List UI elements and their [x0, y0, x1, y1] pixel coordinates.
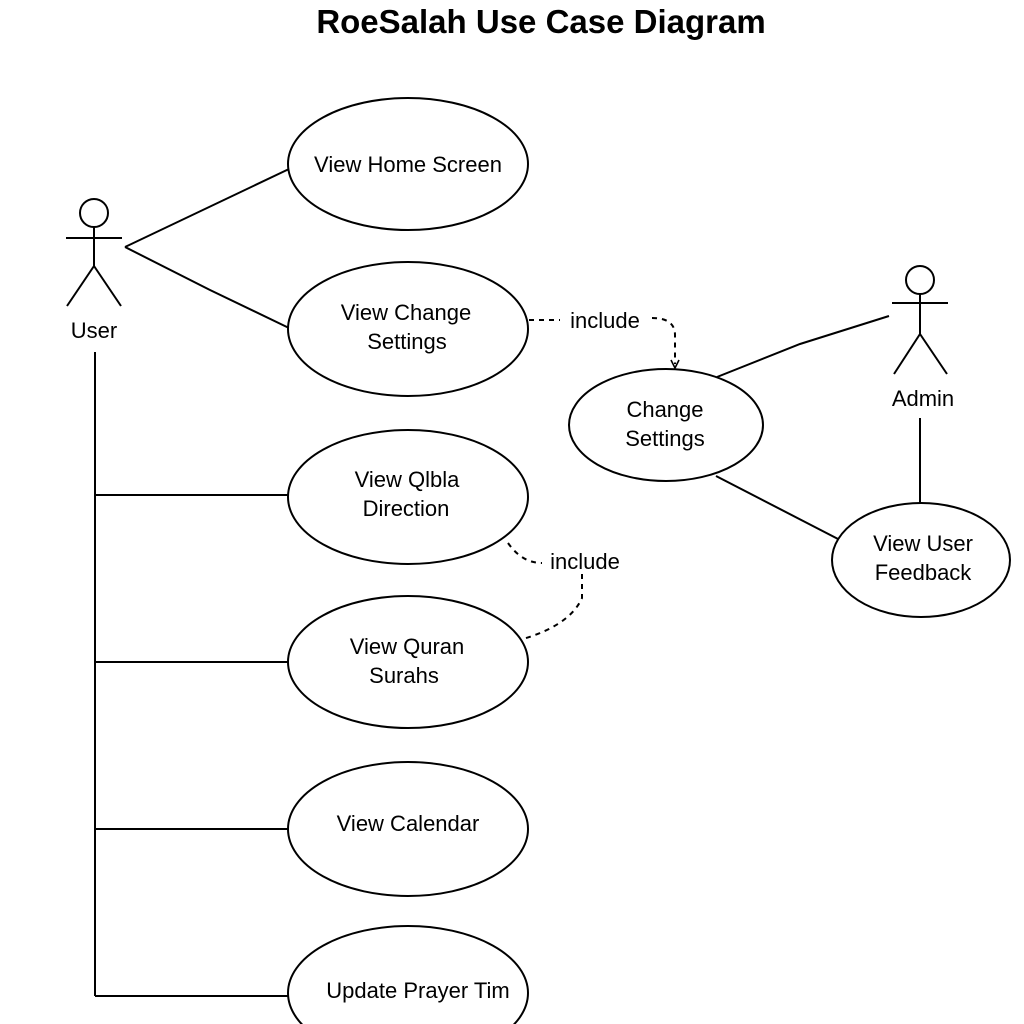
diagram-title: RoeSalah Use Case Diagram: [316, 3, 765, 40]
user-associations: [94, 168, 290, 997]
user-actor-label: User: [71, 318, 117, 343]
include-quran-label: include: [550, 549, 620, 574]
user-actor-icon: [66, 198, 122, 307]
use-case-view-quran-surahs[interactable]: View Quran Surahs: [287, 595, 529, 729]
svg-text:View Calendar: View Calendar: [337, 811, 480, 836]
svg-text:View Qlbla: View Qlbla: [355, 467, 461, 492]
include-settings-label: include: [570, 308, 640, 333]
svg-text:Update Prayer Tim: Update Prayer Tim: [326, 978, 509, 1003]
svg-text:Feedback: Feedback: [875, 560, 973, 585]
svg-text:View Change: View Change: [341, 300, 471, 325]
admin-actor-label: Admin: [892, 386, 954, 411]
use-case-view-home-screen[interactable]: View Home Screen: [287, 97, 529, 231]
admin-actor-icon: [892, 265, 948, 375]
include-settings-arrow: [651, 317, 675, 364]
svg-text:Change: Change: [626, 397, 703, 422]
use-case-view-change-settings[interactable]: View Change Settings: [287, 261, 529, 397]
admin-associations: [715, 315, 921, 541]
svg-text:View User: View User: [873, 531, 973, 556]
svg-text:Surahs: Surahs: [369, 663, 439, 688]
svg-text:View Quran: View Quran: [350, 634, 465, 659]
use-case-view-qibla-direction[interactable]: View Qlbla Direction: [287, 429, 529, 565]
svg-text:Settings: Settings: [367, 329, 447, 354]
include-quran-line-top: [507, 542, 543, 564]
use-case-update-prayer-times[interactable]: Update Prayer Tim: [287, 925, 529, 1024]
svg-text:Direction: Direction: [363, 496, 450, 521]
use-case-view-user-feedback[interactable]: View User Feedback: [831, 502, 1011, 618]
include-quran-line-bottom: [522, 574, 583, 640]
svg-text:Settings: Settings: [625, 426, 705, 451]
svg-text:View Home Screen: View Home Screen: [314, 152, 502, 177]
use-case-view-calendar[interactable]: View Calendar: [287, 761, 529, 897]
use-case-change-settings[interactable]: Change Settings: [568, 368, 764, 482]
